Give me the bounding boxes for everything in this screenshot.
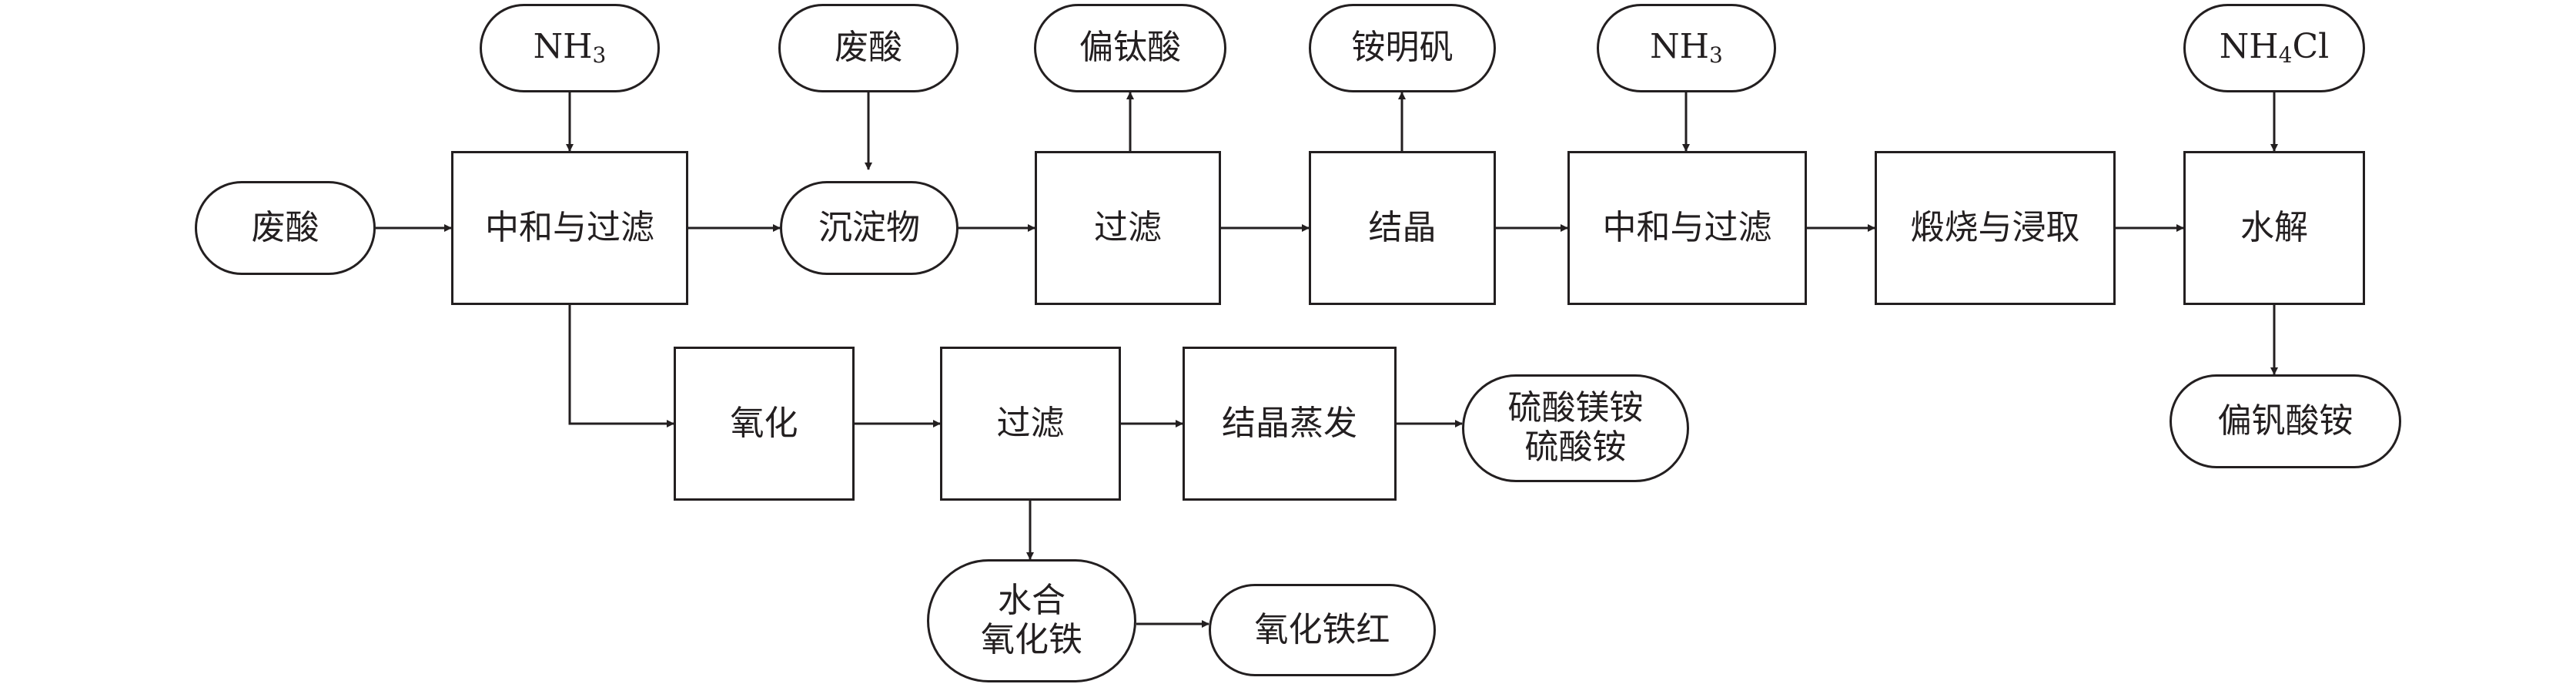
nh4cl-subscript: 4 — [2278, 42, 2293, 69]
waste-acid-source-label: 废酸 — [251, 207, 319, 247]
nh3-input-node-2: NH3 — [1597, 4, 1776, 92]
hydrolysis-label: 水解 — [2240, 207, 2308, 247]
waste-acid-label: 废酸 — [835, 28, 902, 68]
neutralize-filter-1-label: 中和与过滤 — [485, 207, 654, 247]
hydrated-iron-oxide-line-1: 水合 — [998, 581, 1066, 621]
precipitate-label: 沉淀物 — [818, 207, 920, 247]
arrow-neutralize-1-to-oxidize — [568, 305, 674, 428]
crystallize-evaporate-step: 结晶蒸发 — [1183, 347, 1397, 501]
calcine-leach-label: 煅烧与浸取 — [1910, 207, 2080, 247]
sulfate-products-node: 硫酸镁铵 硫酸铵 — [1462, 374, 1689, 482]
waste-acid-source-node: 废酸 — [195, 181, 376, 275]
nh3-subscript-2: 3 — [1709, 42, 1723, 69]
filter-2-label: 过滤 — [996, 403, 1065, 443]
ammonium-metavanadate-label: 偏钒酸铵 — [2217, 401, 2354, 441]
sulfate-product-line-1: 硫酸镁铵 — [1507, 388, 1644, 428]
nh3-label: NH — [533, 27, 593, 67]
nh3-subscript: 3 — [592, 42, 607, 69]
filter-step-1: 过滤 — [1035, 151, 1221, 305]
calcine-leach-step: 煅烧与浸取 — [1875, 151, 2116, 305]
filter-step-2: 过滤 — [940, 347, 1121, 501]
hydrated-iron-oxide-line-2: 氧化铁 — [981, 620, 1082, 659]
waste-acid-input-node: 废酸 — [778, 4, 958, 92]
crystallize-evaporate-label: 结晶蒸发 — [1222, 403, 1357, 443]
iron-oxide-red-node: 氧化铁红 — [1209, 584, 1436, 676]
metatitanic-acid-label: 偏钛酸 — [1079, 28, 1181, 68]
hydrated-iron-oxide-node: 水合 氧化铁 — [927, 559, 1136, 682]
neutralize-filter-step-2: 中和与过滤 — [1567, 151, 1807, 305]
neutralize-filter-step-1: 中和与过滤 — [451, 151, 688, 305]
nh3-label-2: NH — [1650, 27, 1710, 67]
crystallize-step-1: 结晶 — [1309, 151, 1496, 305]
sulfate-product-line-2: 硫酸铵 — [1524, 428, 1627, 467]
hydrolysis-step: 水解 — [2183, 151, 2365, 305]
nh4cl-label-nh: NH — [2219, 27, 2279, 67]
oxidize-label: 氧化 — [730, 403, 798, 443]
nh4cl-input-node: NH4Cl — [2183, 4, 2365, 92]
nh4cl-label-cl: Cl — [2292, 27, 2330, 67]
precipitate-node: 沉淀物 — [780, 181, 958, 275]
iron-oxide-red-label: 氧化铁红 — [1254, 609, 1390, 649]
metatitanic-acid-node: 偏钛酸 — [1034, 4, 1226, 92]
crystallize-1-label: 结晶 — [1368, 207, 1437, 247]
filter-1-label: 过滤 — [1094, 207, 1162, 247]
nh3-input-node: NH3 — [480, 4, 660, 92]
ammonium-alum-node: 铵明矾 — [1309, 4, 1496, 92]
neutralize-filter-2-label: 中和与过滤 — [1602, 207, 1772, 247]
ammonium-metavanadate-node: 偏钒酸铵 — [2170, 374, 2401, 468]
ammonium-alum-label: 铵明矾 — [1351, 28, 1454, 68]
oxidize-step: 氧化 — [674, 347, 855, 501]
